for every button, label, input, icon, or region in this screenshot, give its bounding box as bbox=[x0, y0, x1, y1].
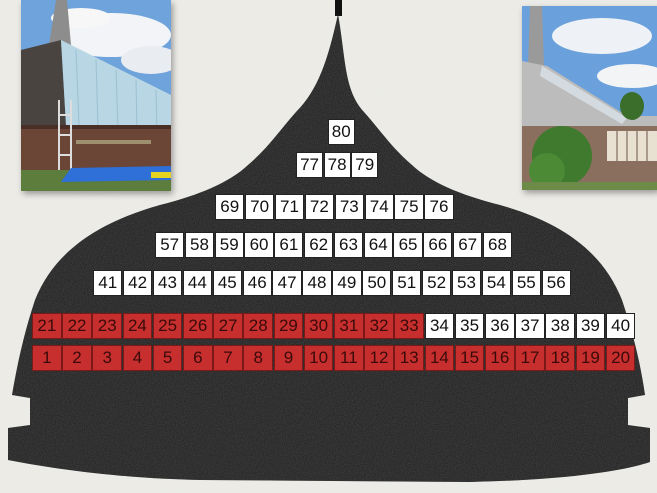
tile-68: 68 bbox=[483, 232, 512, 258]
tile-26: 26 bbox=[183, 313, 213, 339]
tile-65: 65 bbox=[393, 232, 422, 258]
tile-60: 60 bbox=[244, 232, 273, 258]
tile-53: 53 bbox=[452, 270, 481, 296]
tile-8: 8 bbox=[243, 345, 273, 371]
tile-46: 46 bbox=[243, 270, 272, 296]
tile-17: 17 bbox=[515, 345, 545, 371]
tile-23: 23 bbox=[92, 313, 122, 339]
tile-36: 36 bbox=[485, 313, 515, 339]
tile-31: 31 bbox=[334, 313, 364, 339]
tile-80: 80 bbox=[328, 119, 355, 145]
tile-20: 20 bbox=[606, 345, 636, 371]
tile-35: 35 bbox=[455, 313, 485, 339]
tile-64: 64 bbox=[364, 232, 393, 258]
tile-5: 5 bbox=[153, 345, 183, 371]
tile-3: 3 bbox=[92, 345, 122, 371]
tile-61: 61 bbox=[274, 232, 303, 258]
tile-57: 57 bbox=[155, 232, 184, 258]
tile-28: 28 bbox=[243, 313, 273, 339]
tile-6: 6 bbox=[183, 345, 213, 371]
tile-12: 12 bbox=[364, 345, 394, 371]
tile-48: 48 bbox=[302, 270, 331, 296]
tile-11: 11 bbox=[334, 345, 364, 371]
tile-51: 51 bbox=[392, 270, 421, 296]
tile-78: 78 bbox=[324, 152, 351, 178]
tile-15: 15 bbox=[455, 345, 485, 371]
tile-18: 18 bbox=[545, 345, 575, 371]
tile-29: 29 bbox=[274, 313, 304, 339]
tile-62: 62 bbox=[304, 232, 333, 258]
tile-76: 76 bbox=[424, 194, 453, 220]
tile-55: 55 bbox=[512, 270, 541, 296]
tile-10: 10 bbox=[304, 345, 334, 371]
tile-42: 42 bbox=[123, 270, 152, 296]
tile-25: 25 bbox=[153, 313, 183, 339]
tile-59: 59 bbox=[215, 232, 244, 258]
tile-44: 44 bbox=[183, 270, 212, 296]
tile-56: 56 bbox=[542, 270, 571, 296]
tile-50: 50 bbox=[362, 270, 391, 296]
tile-2: 2 bbox=[62, 345, 92, 371]
tile-69: 69 bbox=[215, 194, 244, 220]
tile-66: 66 bbox=[423, 232, 452, 258]
tile-14: 14 bbox=[425, 345, 455, 371]
tile-9: 9 bbox=[274, 345, 304, 371]
tile-32: 32 bbox=[364, 313, 394, 339]
tile-58: 58 bbox=[185, 232, 214, 258]
tile-77: 77 bbox=[296, 152, 323, 178]
tile-79: 79 bbox=[351, 152, 378, 178]
tile-47: 47 bbox=[272, 270, 301, 296]
tile-49: 49 bbox=[332, 270, 361, 296]
tile-72: 72 bbox=[305, 194, 334, 220]
tile-40: 40 bbox=[606, 313, 636, 339]
tile-38: 38 bbox=[545, 313, 575, 339]
tile-33: 33 bbox=[394, 313, 424, 339]
tile-16: 16 bbox=[485, 345, 515, 371]
tile-70: 70 bbox=[245, 194, 274, 220]
tile-21: 21 bbox=[32, 313, 62, 339]
tile-4: 4 bbox=[123, 345, 153, 371]
tile-43: 43 bbox=[153, 270, 182, 296]
tile-13: 13 bbox=[394, 345, 424, 371]
tile-63: 63 bbox=[334, 232, 363, 258]
tile-41: 41 bbox=[93, 270, 122, 296]
tile-71: 71 bbox=[275, 194, 304, 220]
tile-39: 39 bbox=[576, 313, 606, 339]
tile-67: 67 bbox=[453, 232, 482, 258]
tile-30: 30 bbox=[304, 313, 334, 339]
tile-45: 45 bbox=[213, 270, 242, 296]
tile-54: 54 bbox=[482, 270, 511, 296]
tile-22: 22 bbox=[62, 313, 92, 339]
tile-7: 7 bbox=[213, 345, 243, 371]
tile-52: 52 bbox=[422, 270, 451, 296]
tile-19: 19 bbox=[576, 345, 606, 371]
tile-73: 73 bbox=[335, 194, 364, 220]
tile-27: 27 bbox=[213, 313, 243, 339]
tile-74: 74 bbox=[365, 194, 394, 220]
tile-34: 34 bbox=[425, 313, 455, 339]
tile-37: 37 bbox=[515, 313, 545, 339]
tile-75: 75 bbox=[394, 194, 423, 220]
tile-24: 24 bbox=[123, 313, 153, 339]
tile-1: 1 bbox=[32, 345, 62, 371]
